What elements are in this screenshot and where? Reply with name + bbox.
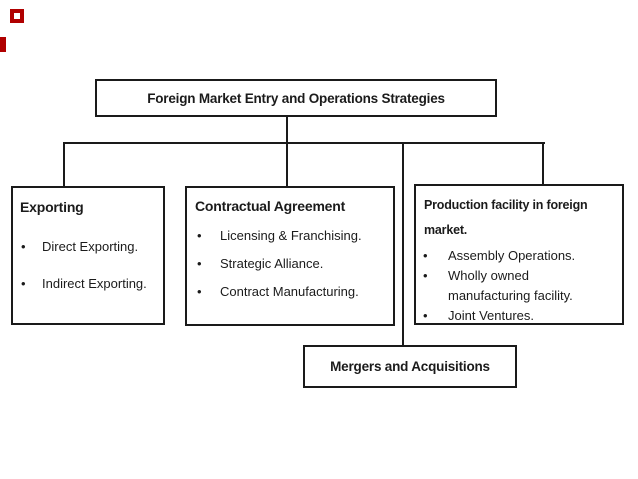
bullet-item: • Indirect Exporting.	[13, 275, 163, 292]
branch-title: Production facility in foreign market.	[424, 198, 588, 237]
bullet-marker: •	[197, 284, 202, 299]
bullet-marker: •	[197, 228, 202, 243]
bullet-item: • Wholly owned manufacturing facility.	[416, 266, 622, 306]
bullet-item: • Direct Exporting.	[13, 238, 163, 255]
bullet-list: • Direct Exporting. • Indirect Exporting…	[13, 238, 163, 292]
bullet-item: • Contract Manufacturing.	[187, 283, 393, 300]
branch-box-exporting: Exporting • Direct Exporting. • Indirect…	[11, 186, 165, 325]
branch-box-contractual: Contractual Agreement • Licensing & Fran…	[185, 186, 395, 326]
bottom-box-title: Mergers and Acquisitions	[330, 359, 490, 374]
bullet-list: • Licensing & Franchising. • Strategic A…	[187, 227, 393, 300]
bullet-text: Contract Manufacturing.	[220, 284, 359, 299]
bullet-item: • Strategic Alliance.	[187, 255, 393, 272]
bullet-text: Direct Exporting.	[42, 239, 139, 254]
bullet-text: Joint Ventures.	[448, 308, 534, 323]
bullet-text: Licensing & Franchising.	[220, 228, 362, 243]
bullet-item: • Joint Ventures.	[416, 306, 622, 323]
branch-title: Contractual Agreement	[195, 198, 346, 214]
bullet-marker: •	[423, 308, 428, 323]
branch-box-production: Production facility in foreign market. •…	[414, 184, 624, 325]
bullet-text: Assembly Operations.	[448, 248, 576, 263]
bottom-box-mergers: Mergers and Acquisitions	[303, 345, 517, 388]
bullet-marker: •	[197, 256, 202, 271]
bullet-marker: •	[21, 276, 26, 291]
bullet-text: Strategic Alliance.	[220, 256, 324, 271]
bullet-text: Indirect Exporting.	[42, 276, 147, 291]
bullet-text: Wholly owned manufacturing facility.	[448, 268, 573, 303]
connector-drop-mergers	[402, 142, 404, 346]
red-corner-mark	[10, 9, 24, 23]
red-edge-mark	[0, 37, 6, 52]
connector-bus	[63, 142, 545, 144]
bullet-marker: •	[21, 239, 26, 254]
bullet-item: • Assembly Operations.	[416, 246, 622, 266]
connector-drop-left	[63, 142, 65, 188]
root-box: Foreign Market Entry and Operations Stra…	[95, 79, 497, 117]
bullet-marker: •	[423, 248, 428, 263]
bullet-marker: •	[423, 268, 428, 283]
bullet-list: • Assembly Operations. • Wholly owned ma…	[416, 246, 622, 323]
connector-trunk	[286, 117, 288, 188]
bullet-item: • Licensing & Franchising.	[187, 227, 393, 244]
root-box-title: Foreign Market Entry and Operations Stra…	[147, 90, 445, 106]
branch-title: Exporting	[20, 199, 84, 215]
connector-drop-right	[542, 142, 544, 186]
